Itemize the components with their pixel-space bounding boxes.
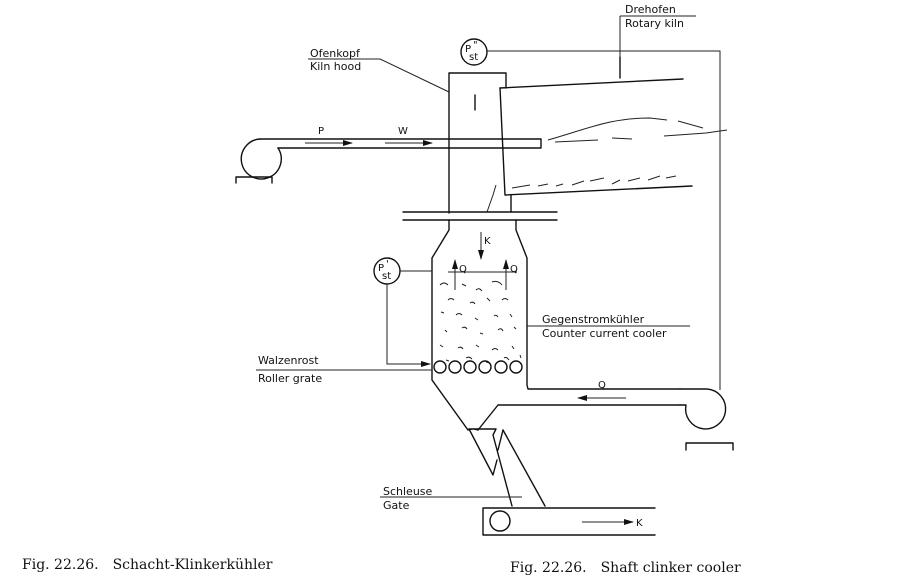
primary-air-label: P bbox=[318, 126, 324, 137]
rotary-kiln bbox=[486, 56, 728, 213]
clinker-out-label: K bbox=[636, 518, 643, 529]
gate bbox=[467, 428, 546, 507]
pressure-side-main: P bbox=[378, 263, 384, 274]
pressure-top-mark: " bbox=[473, 40, 478, 51]
pressure-side-sub: st bbox=[382, 271, 391, 282]
pressure-top-main: P bbox=[465, 44, 471, 55]
label-gate: Schleuse Gate bbox=[380, 485, 522, 512]
rotary-kiln-en: Rotary kiln bbox=[625, 17, 684, 30]
roller-grate bbox=[433, 360, 523, 374]
roller-grate-de: Walzenrost bbox=[258, 354, 319, 367]
pressure-gauge-side: P ' st bbox=[373, 257, 432, 367]
cooler-de: Gegenstromkühler bbox=[542, 313, 645, 326]
label-rotary-kiln: Drehofen Rotary kiln bbox=[619, 3, 696, 57]
kiln-hood bbox=[402, 72, 558, 221]
caption-german: Fig. 22.26. Schacht-Klinkerkühler bbox=[22, 557, 272, 573]
kiln-hood-de: Ofenkopf bbox=[310, 47, 361, 60]
label-roller-grate: Walzenrost Roller grate bbox=[256, 354, 432, 385]
clinker-bed bbox=[439, 280, 522, 364]
rotary-kiln-de: Drehofen bbox=[625, 3, 676, 16]
label-kiln-hood: Ofenkopf Kiln hood bbox=[308, 47, 450, 93]
kiln-hood-en: Kiln hood bbox=[310, 60, 361, 73]
counter-current-cooler: K Q Q bbox=[431, 219, 681, 431]
cooling-air-right-label: Q bbox=[510, 264, 518, 275]
pressure-side-mark: ' bbox=[386, 259, 389, 270]
cooling-air-left-label: Q bbox=[459, 264, 467, 275]
cooling-air-fan: Q bbox=[577, 380, 734, 451]
label-cooler: Gegenstromkühler Counter current cooler bbox=[527, 313, 690, 340]
caption-german-number: Fig. 22.26. bbox=[22, 557, 99, 573]
caption-german-title: Schacht-Klinkerkühler bbox=[112, 557, 273, 573]
pressure-gauge-top: P " st bbox=[460, 38, 721, 390]
roller-grate-en: Roller grate bbox=[258, 372, 322, 385]
caption-english-number: Fig. 22.26. bbox=[510, 560, 587, 576]
pressure-top-sub: st bbox=[469, 52, 478, 63]
fan-air-label: Q bbox=[598, 380, 606, 391]
gate-de: Schleuse bbox=[383, 485, 433, 498]
clinker-in-label: K bbox=[484, 236, 491, 247]
cooler-en: Counter current cooler bbox=[542, 327, 667, 340]
caption-english: Fig. 22.26. Shaft clinker cooler bbox=[510, 560, 741, 576]
gate-en: Gate bbox=[383, 499, 410, 512]
caption-english-title: Shaft clinker cooler bbox=[600, 560, 741, 576]
primary-air-fan: P W bbox=[235, 126, 542, 184]
secondary-air-label: W bbox=[398, 126, 408, 137]
conveyor: K bbox=[482, 507, 656, 536]
